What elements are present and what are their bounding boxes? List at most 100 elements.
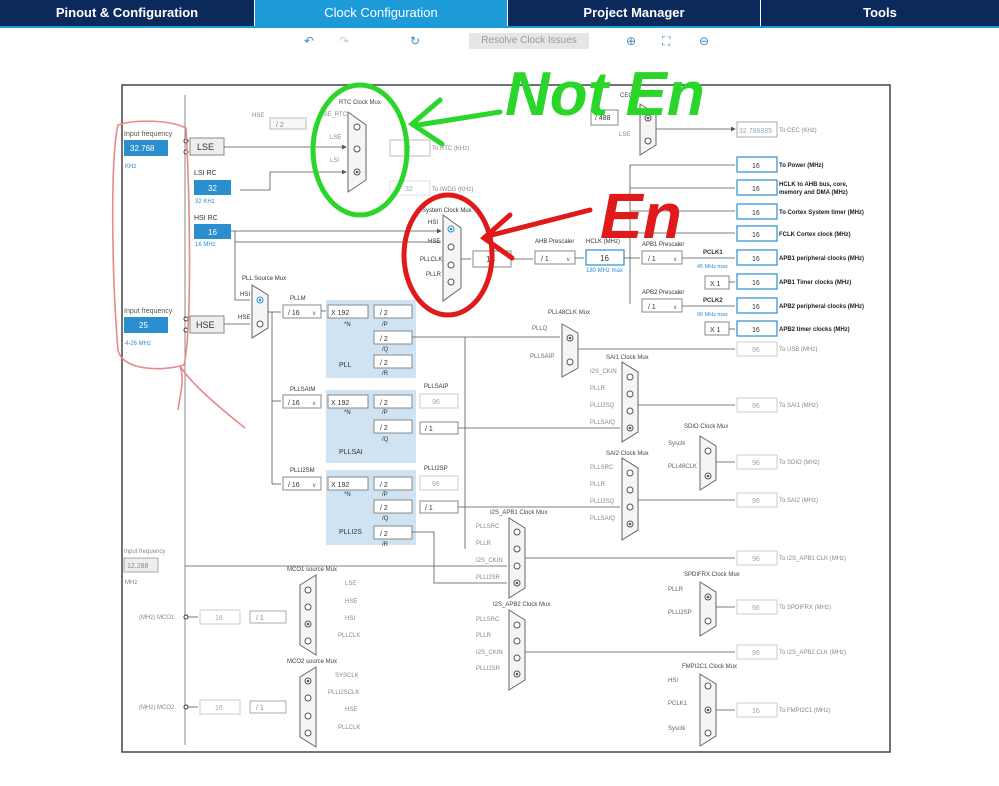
zoom-in-icon[interactable]: ⊕ [626,34,637,48]
lsi-khz: 32 KHz [195,199,215,205]
i2s-apb2-opt-1[interactable] [513,621,521,629]
tab-project-manager[interactable]: Project Manager [508,0,761,26]
mco1-in-1: LSE [345,581,356,587]
mco2-opt-2[interactable] [304,694,312,702]
i2s-apb1-opt-3[interactable] [513,562,521,570]
sysclk-mux-opt-pllr[interactable] [447,278,455,286]
lse-block [189,137,225,156]
undo-icon[interactable]: ↶ [304,34,315,48]
plli2s-label: PLLI2S [339,529,362,536]
pll48-opt-2[interactable] [566,358,574,366]
to-sdio-label: To SDIO (MHz) [779,460,820,466]
fmpi2c1-opt-1[interactable] [704,682,712,690]
sai1-opt-1[interactable] [626,373,634,381]
hse-input-field[interactable] [124,317,168,333]
apb1-div-select[interactable] [641,250,683,265]
sdio-opt-1[interactable] [704,447,712,455]
cec-mux [639,103,657,156]
i2s-apb1-opt-1[interactable] [513,528,521,536]
pllsai-q-select[interactable] [373,419,413,434]
mco2-mux-label: MCO2 source Mux [287,659,337,665]
cec-mux-opt-2[interactable] [644,137,652,145]
i2s-apb1-opt-2[interactable] [513,545,521,553]
out-field-fclk [736,225,778,242]
tab-pinout-configuration[interactable]: Pinout & Configuration [0,0,255,26]
pllm-value: / 16 [288,310,300,317]
zoom-out-icon[interactable]: ⊖ [699,34,710,48]
redo-icon[interactable]: ↷ [339,34,350,48]
plli2s-p-select[interactable] [373,476,413,491]
pll-q-select[interactable] [373,330,413,345]
pll-n-select[interactable] [327,304,369,319]
pllsai-n-select[interactable] [327,394,369,409]
sai2-opt-1[interactable] [626,469,634,477]
annotation-en: En [600,180,682,252]
plli2s-r-select[interactable] [373,525,413,540]
sai2-opt-2[interactable] [626,486,634,494]
apb2-div-select[interactable] [641,298,683,313]
mco1-opt-1[interactable] [304,586,312,594]
i2s-apb2-in-3: I2S_CKIN [476,650,503,656]
sysclk-mux-opt-pllclk[interactable] [447,261,455,269]
cec-div-value: / 488 [595,115,611,122]
pllq-in-label: PLLQ [532,326,548,332]
i2s-apb2-opt-2[interactable] [513,637,521,645]
lse-input-field[interactable] [124,140,168,156]
plli2sp-field [419,475,459,491]
sysclk-mux-opt-hse[interactable] [447,243,455,251]
annotation-not-en: Not En [505,60,705,129]
fit-icon[interactable]: ⛶ [662,34,671,48]
mco1-label: (MHz) MCO1 [139,615,175,621]
to-cec-field [736,121,778,138]
plli2sm-select[interactable] [282,476,322,491]
out-label-systimer: To Cortex System timer (MHz) [779,210,864,216]
spdifrx-opt-2[interactable] [704,617,712,625]
rtc-div-select[interactable] [269,117,307,130]
i2s-apb1-opt-4-dot [515,581,519,585]
ahb-div-select[interactable] [534,250,576,265]
pll-p-value: / 2 [380,310,388,317]
hclk-field[interactable] [585,249,625,266]
sai1-in-2: PLLR [590,386,606,392]
sai1-opt-2[interactable] [626,390,634,398]
plli2s-n-select[interactable] [327,476,369,491]
mco1-opt-4[interactable] [304,637,312,645]
tab-clock-configuration[interactable]: Clock Configuration [255,0,508,26]
out-field-power [736,156,778,173]
pll-r-select[interactable] [373,354,413,369]
cec-mux-label: CEC Clock Mux [620,93,662,99]
sai2-opt-3[interactable] [626,503,634,511]
rtc-mux-opt-2[interactable] [353,145,361,153]
pll-p-select[interactable] [373,304,413,319]
rtc-mux-opt-1[interactable] [353,123,361,131]
pll-source-mux [251,284,269,339]
pllsaip-value: 96 [432,399,440,406]
sai1-opt-3[interactable] [626,407,634,415]
tab-tools[interactable]: Tools [863,5,897,20]
refresh-icon[interactable]: ↻ [410,34,421,48]
pllsai-p-value: / 2 [380,400,388,407]
pllsrc-opt-hse[interactable] [256,320,264,328]
plli2s-q-select[interactable] [373,499,413,514]
ext-input-field[interactable] [123,557,159,573]
annotation-green-arrow [407,97,503,147]
sysclk-mux-label: System Clock Mux [422,208,472,214]
to-fmpi2c1-value: 16 [752,708,760,715]
i2s-apb2-opt-3[interactable] [513,654,521,662]
plli2s-n-label: *N [344,492,351,498]
pllm-label: PLLM [290,296,306,302]
pllsai-p-select[interactable] [373,394,413,409]
mco2-opt-3[interactable] [304,712,312,720]
mco2-opt-4[interactable] [304,729,312,737]
resolve-clock-issues-button[interactable]: Resolve Clock Issues [469,33,589,49]
to-i2s-apb1-label: To I2S_APB1 CLK (MHz) [779,556,846,562]
fmpi2c1-opt-3[interactable] [704,729,712,737]
to-iwdg-value: 32 [405,186,413,193]
mco2-div-select[interactable] [249,700,287,714]
mco1-div-select[interactable] [249,610,287,624]
mco1-opt-2[interactable] [304,603,312,611]
apb2-prescaler-label: APB2 Prescaler [642,290,684,296]
pllsaim-select[interactable] [282,394,322,409]
pllm-select[interactable] [282,304,322,319]
pllsai-q-label: /Q [382,437,389,443]
